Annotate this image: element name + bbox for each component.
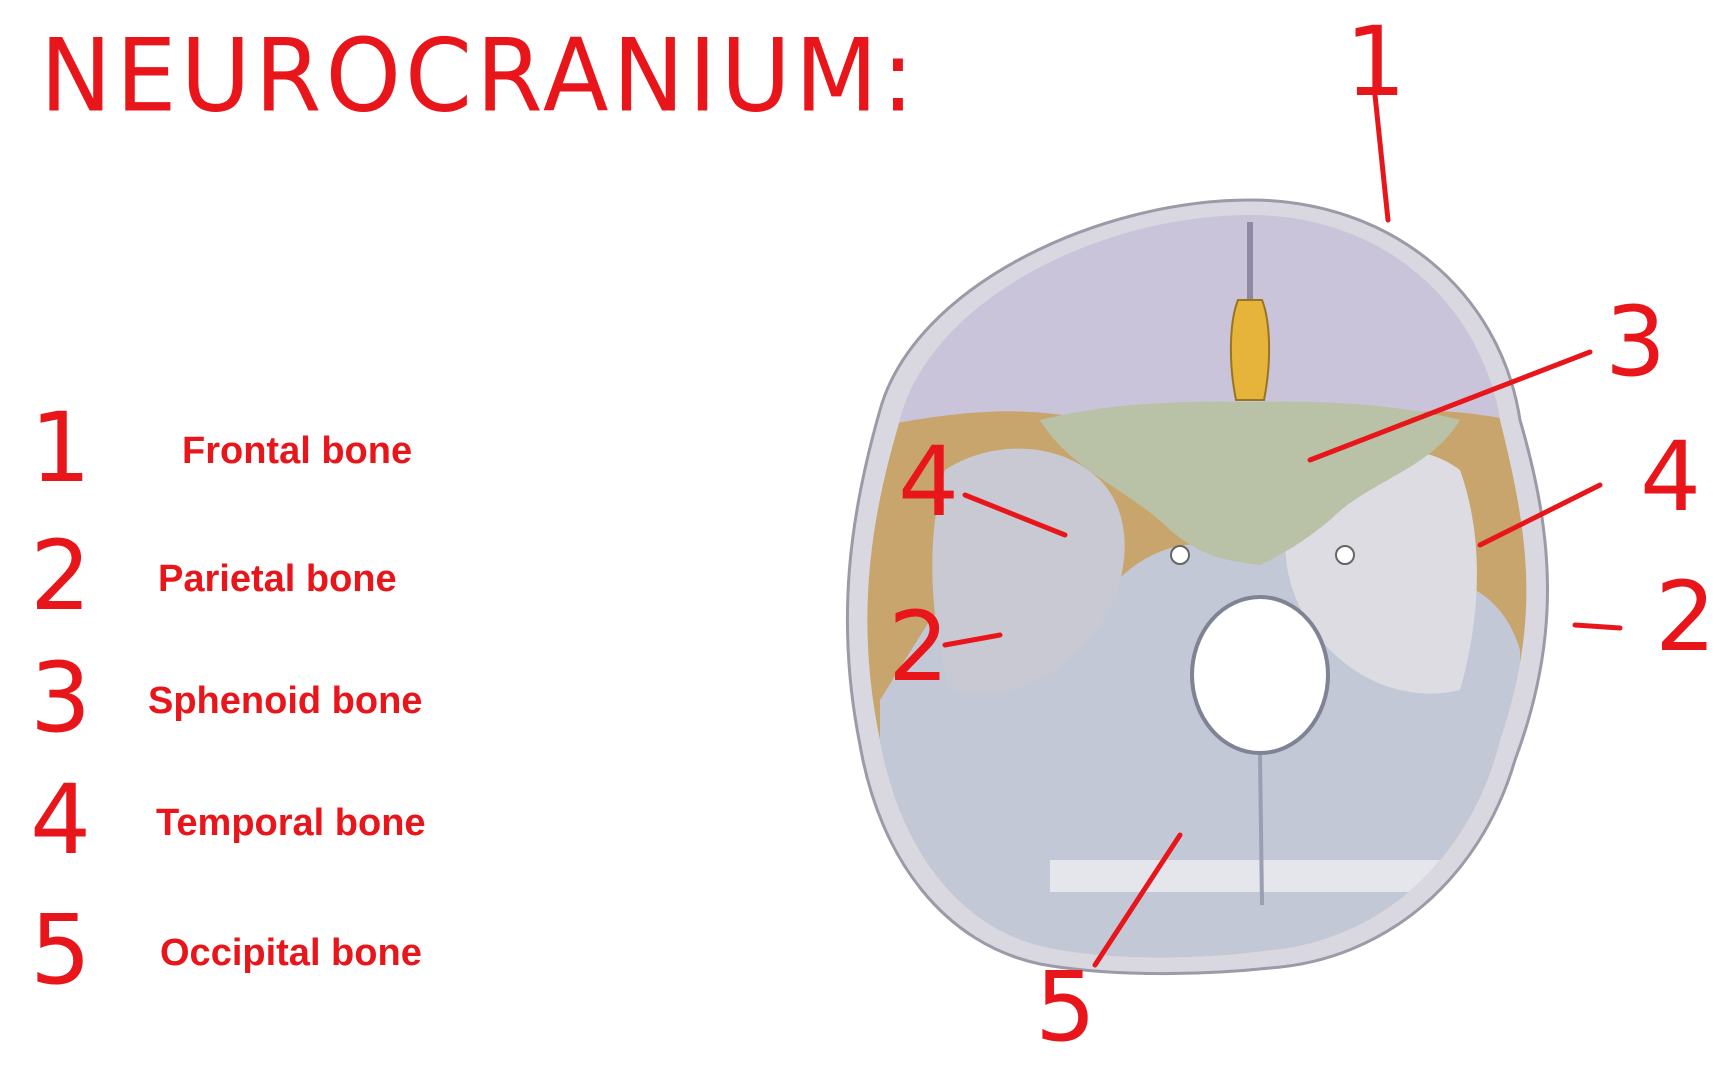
legend-item-sphenoid: 3 Sphenoid bone xyxy=(30,650,590,760)
callout-line-sphenoid xyxy=(1307,349,1593,463)
legend-item-occipital: 5 Occipital bone xyxy=(30,902,590,1012)
optic-foramen-left xyxy=(1170,545,1190,565)
legend-label: Occipital bone xyxy=(160,932,422,974)
legend-number: 3 xyxy=(30,642,92,754)
temporal-region-left xyxy=(932,448,1125,694)
internal-occipital-crest xyxy=(1258,754,1264,906)
page-title: NEUROCRANIUM: xyxy=(40,17,919,135)
legend-number: 5 xyxy=(30,894,92,1006)
legend-label: Frontal bone xyxy=(182,430,413,472)
legend-label: Parietal bone xyxy=(158,558,397,600)
legend-item-temporal: 4 Temporal bone xyxy=(30,772,590,882)
ethmoid-cribriform-plate xyxy=(1229,299,1271,401)
callout-number-occipital: 5 xyxy=(1035,951,1096,1063)
callout-line-temporal-right xyxy=(1477,482,1603,548)
callout-number-sphenoid: 3 xyxy=(1605,286,1666,398)
callout-line-frontal xyxy=(1372,92,1391,223)
foramen-magnum xyxy=(1190,595,1330,755)
callout-number-temporal-left: 4 xyxy=(898,426,959,538)
legend-label: Temporal bone xyxy=(156,802,426,844)
callout-number-parietal-right: 2 xyxy=(1655,561,1716,673)
callout-line-parietal-left xyxy=(942,632,1003,648)
callout-line-parietal-right xyxy=(1572,622,1623,631)
callout-line-temporal-left xyxy=(962,492,1068,538)
legend-item-parietal: 2 Parietal bone xyxy=(30,528,590,638)
callout-number-temporal-right: 4 xyxy=(1640,421,1701,533)
optic-foramen-right xyxy=(1335,545,1355,565)
legend-item-frontal: 1 Frontal bone xyxy=(30,400,590,510)
legend-number: 1 xyxy=(30,392,92,504)
callout-number-parietal-left: 2 xyxy=(888,591,949,703)
callout-number-frontal: 1 xyxy=(1345,6,1406,118)
legend-number: 2 xyxy=(30,520,92,632)
callout-line-occipital xyxy=(1092,832,1183,968)
legend-number: 4 xyxy=(30,764,92,876)
legend-label: Sphenoid bone xyxy=(148,680,423,722)
